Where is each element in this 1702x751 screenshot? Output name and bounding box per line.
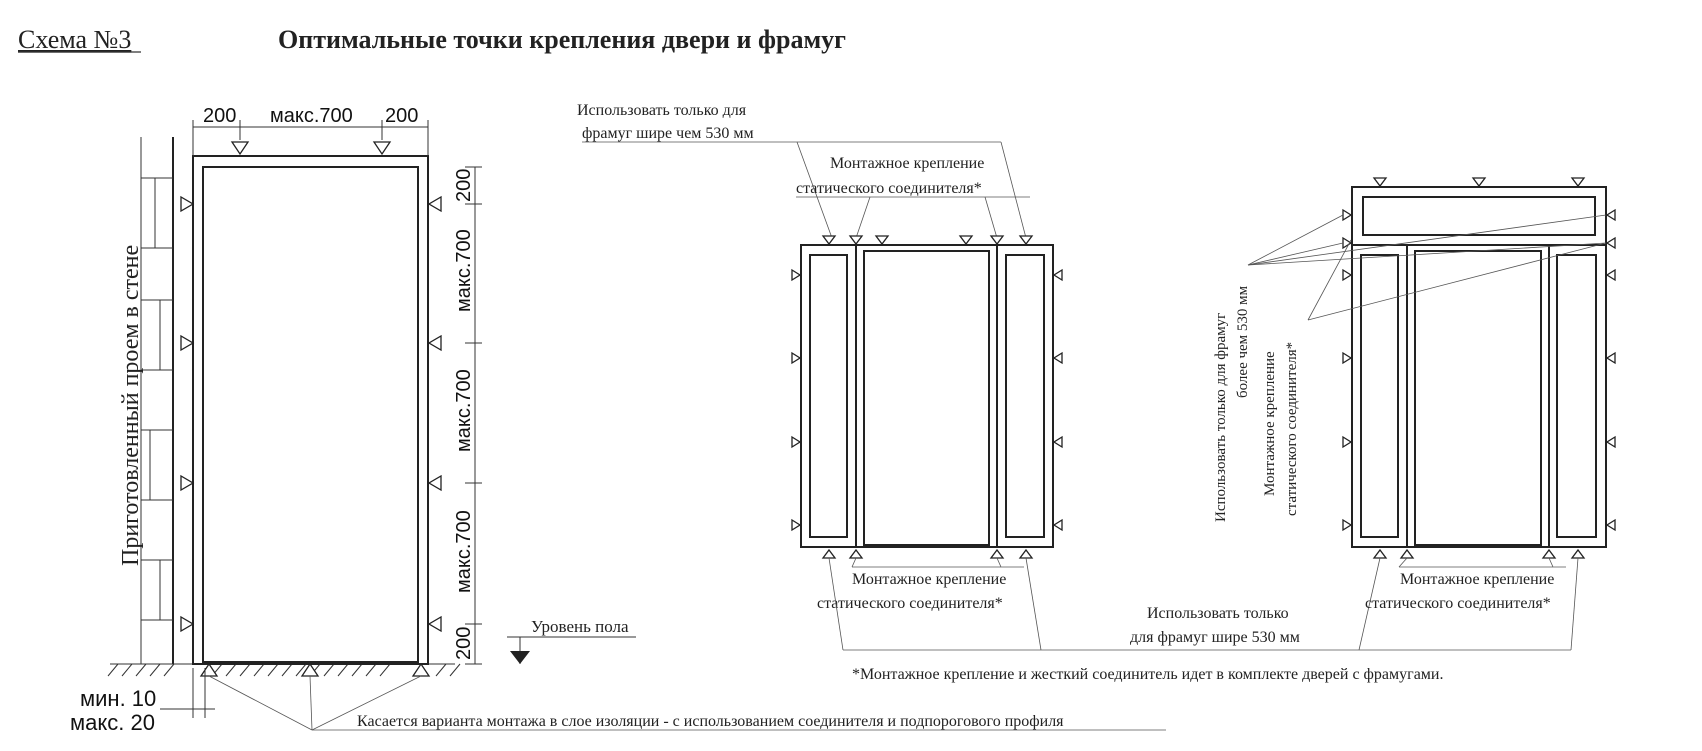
anchor-point <box>427 195 442 213</box>
anchor-point <box>199 662 219 677</box>
max-gap-label: макс. 20 <box>70 710 155 735</box>
shared-note-line2: для фрамуг шире 530 мм <box>1130 629 1300 646</box>
scheme-label: Схема №3 <box>18 25 131 54</box>
anchor-point <box>180 615 195 633</box>
anchor-point <box>180 334 195 352</box>
mount-top-line1: Монтажное крепление <box>830 155 984 172</box>
door-with-sidelights-frame <box>1351 244 1607 548</box>
top-transom-glass <box>1362 196 1596 236</box>
gap-dimension <box>160 668 215 718</box>
vertical-note-line2: более чем 530 мм <box>1235 285 1251 398</box>
anchor-point <box>372 141 392 156</box>
anchor-point <box>230 141 250 156</box>
installation-note: Касается варианта монтажа в слое изоляци… <box>357 713 1064 730</box>
wall-bricks <box>141 177 173 621</box>
page-title: Оптимальные точки крепления двери и фрам… <box>278 25 846 54</box>
right-dimension-line <box>465 166 482 665</box>
anchor-point <box>427 615 442 633</box>
dim-top-left: 200 <box>203 105 236 127</box>
dim-right-4: макс.700 <box>453 510 475 593</box>
bottom-note-leaders <box>208 675 1166 731</box>
door-leaf-right <box>1414 250 1542 546</box>
middle-door-diagram: Использовать только для фрамуг шире чем … <box>577 102 1063 651</box>
wall-opening-label: Приготовленный проем в стене <box>118 245 144 566</box>
door-frame-inner <box>202 166 419 663</box>
mount-bottom-right-line1: Монтажное крепление <box>1400 571 1554 588</box>
top-dimension-line <box>192 120 429 156</box>
door-frame-outer <box>192 155 429 665</box>
left-door-diagram: Приготовленный проем в стене <box>70 105 1166 735</box>
mount-top-line2: статического соединителя* <box>796 180 982 197</box>
door-leaf <box>863 250 990 546</box>
dim-top-middle: макс.700 <box>270 105 353 127</box>
dim-right-3: макс.700 <box>453 369 475 452</box>
vertical-mount-line1: Монтажное крепление <box>1262 351 1278 496</box>
left-sidelight-glass <box>1360 254 1399 538</box>
top-transom-outer <box>1351 186 1607 246</box>
dim-right-5: 200 <box>453 627 475 660</box>
floor-level-label: Уровень пола <box>531 617 629 636</box>
anchor-point <box>427 474 442 492</box>
min-gap-label: мин. 10 <box>80 686 156 711</box>
floor-level-marker <box>510 651 530 664</box>
left-transom-glass <box>809 254 848 538</box>
shared-note-line1: Использовать только <box>1147 605 1289 622</box>
dim-right-2: макс.700 <box>453 229 475 312</box>
mount-bottom-line2: статического соединителя* <box>817 595 1003 612</box>
anchor-point <box>180 474 195 492</box>
mount-bottom-line1: Монтажное крепление <box>852 571 1006 588</box>
ground-hatch <box>107 663 461 677</box>
right-sidelight-glass <box>1556 254 1597 538</box>
right-diagram-leaders <box>1247 214 1607 651</box>
anchor-point <box>411 662 431 677</box>
right-door-diagram: Использовать только для фрамуг более чем… <box>1213 177 1616 651</box>
top-note-line2: фрамуг шире чем 530 мм <box>582 125 754 142</box>
anchor-point <box>180 195 195 213</box>
right-transom-glass <box>1005 254 1045 538</box>
top-note-line1: Использовать только для <box>577 102 747 119</box>
vertical-note-line1: Использовать только для фрамуг <box>1213 313 1229 522</box>
anchor-point <box>427 334 442 352</box>
vertical-mount-line2: статического соединителя* <box>1284 342 1300 516</box>
mount-bottom-right-line2: статического соединителя* <box>1365 595 1551 612</box>
footnote: *Монтажное крепление и жесткий соедините… <box>852 666 1443 683</box>
dim-top-right: 200 <box>385 105 418 127</box>
dim-right-1: 200 <box>453 169 475 202</box>
transom-frame-outer <box>800 244 1054 548</box>
